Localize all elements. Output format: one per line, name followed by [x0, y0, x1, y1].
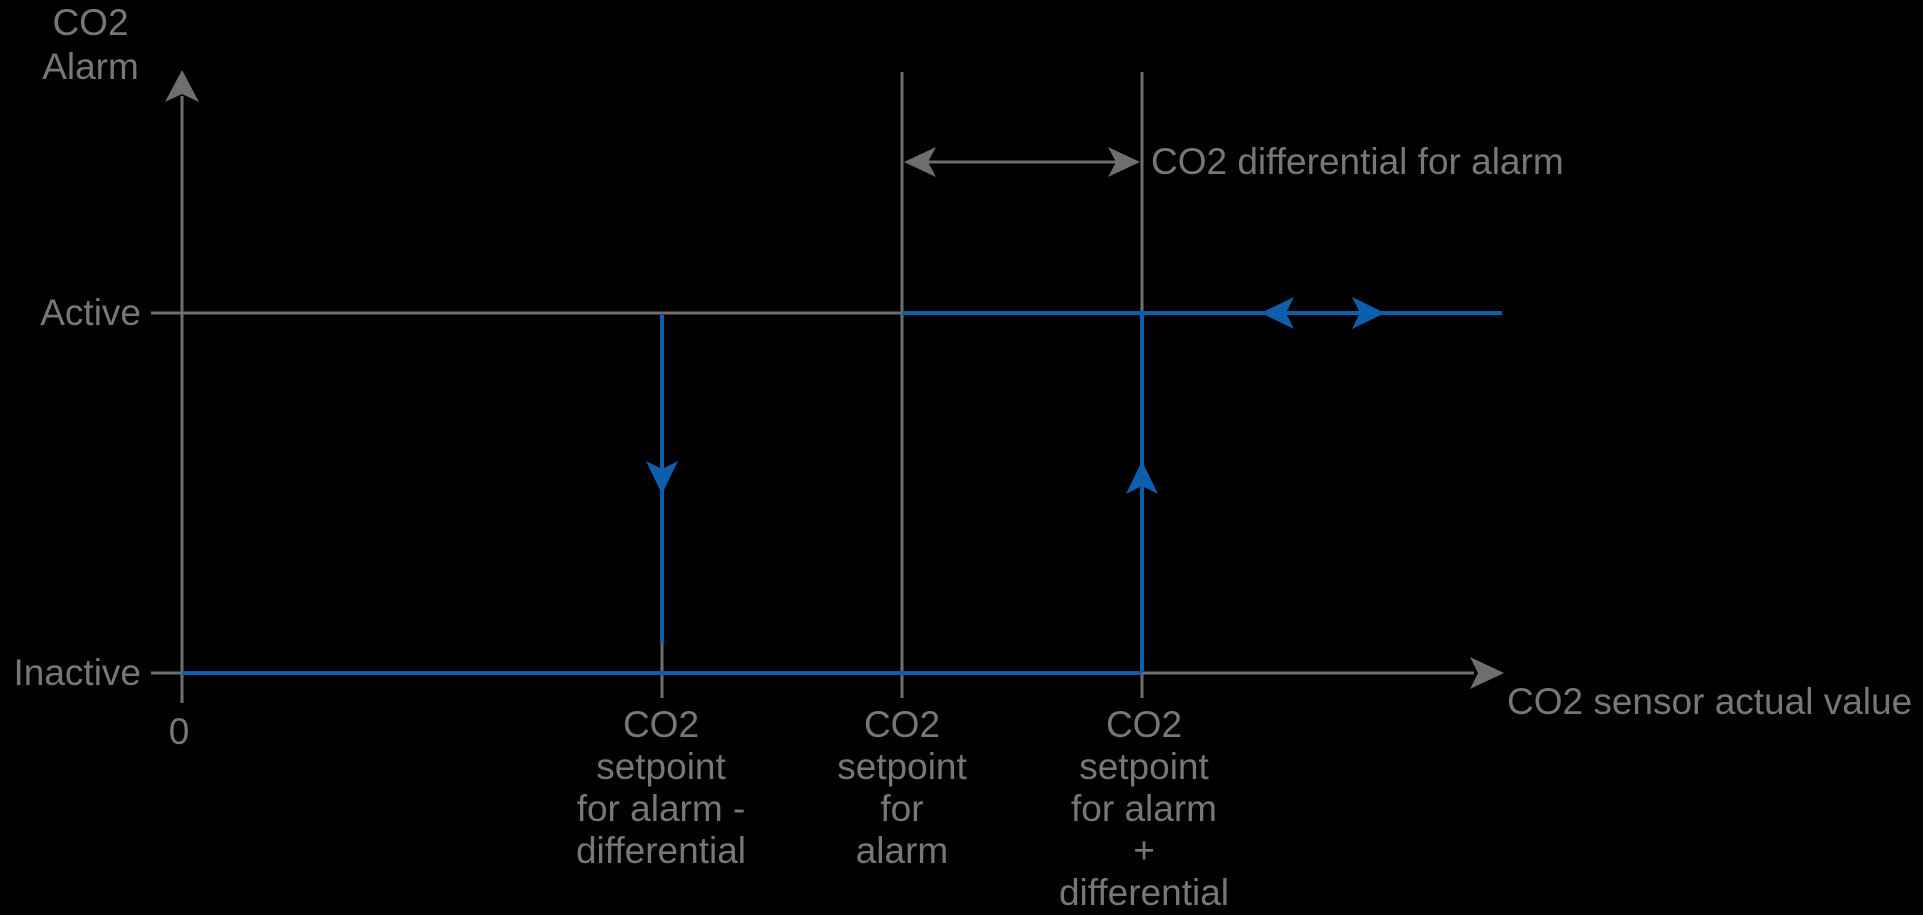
tick-label-line: CO2 [622, 704, 700, 745]
inactive-state-label: Inactive [13, 652, 141, 693]
right-arrowhead-icon [1352, 297, 1385, 329]
tick-label-line: setpoint [596, 746, 726, 787]
differential-right-arrowhead-icon [1108, 147, 1140, 177]
y-axis-title-line-1: CO2 [52, 2, 129, 43]
y-axis-title-line-2: Alarm [42, 46, 139, 87]
tick-label-line: for alarm - [576, 788, 746, 829]
tick-label-line: differential [1058, 872, 1230, 913]
tick-label-setpoint-minus-differential: CO2 setpoint for alarm - differential [531, 704, 791, 872]
x-axis-arrowhead-icon [1470, 657, 1504, 689]
tick-label-line: setpoint [1079, 746, 1209, 787]
up-arrowhead-icon [1126, 461, 1158, 494]
differential-annotation-label: CO2 differential for alarm [1151, 141, 1564, 182]
active-state-label: Active [40, 292, 141, 333]
tick-label-line: + [1133, 830, 1155, 871]
tick-label-setpoint-plus-differential: CO2 setpoint for alarm + differential [1014, 704, 1274, 914]
x-axis-title: CO2 sensor actual value [1507, 681, 1913, 722]
tick-label-line: alarm [855, 830, 949, 871]
y-axis-title: CO2 Alarm [18, 1, 163, 89]
tick-label-line: setpoint [837, 746, 967, 787]
differential-left-arrowhead-icon [904, 147, 936, 177]
left-arrowhead-icon [1261, 297, 1294, 329]
tick-label-line: for [880, 788, 924, 829]
tick-label-line: differential [575, 830, 747, 871]
down-arrowhead-icon [646, 461, 678, 494]
tick-label-setpoint: CO2 setpoint for alarm [772, 704, 1032, 872]
tick-label-line: for alarm [1071, 788, 1217, 829]
tick-label-line: CO2 [863, 704, 941, 745]
y-axis-arrowhead-icon [165, 70, 199, 102]
tick-label-line: CO2 [1105, 704, 1183, 745]
origin-label: 0 [168, 711, 190, 752]
